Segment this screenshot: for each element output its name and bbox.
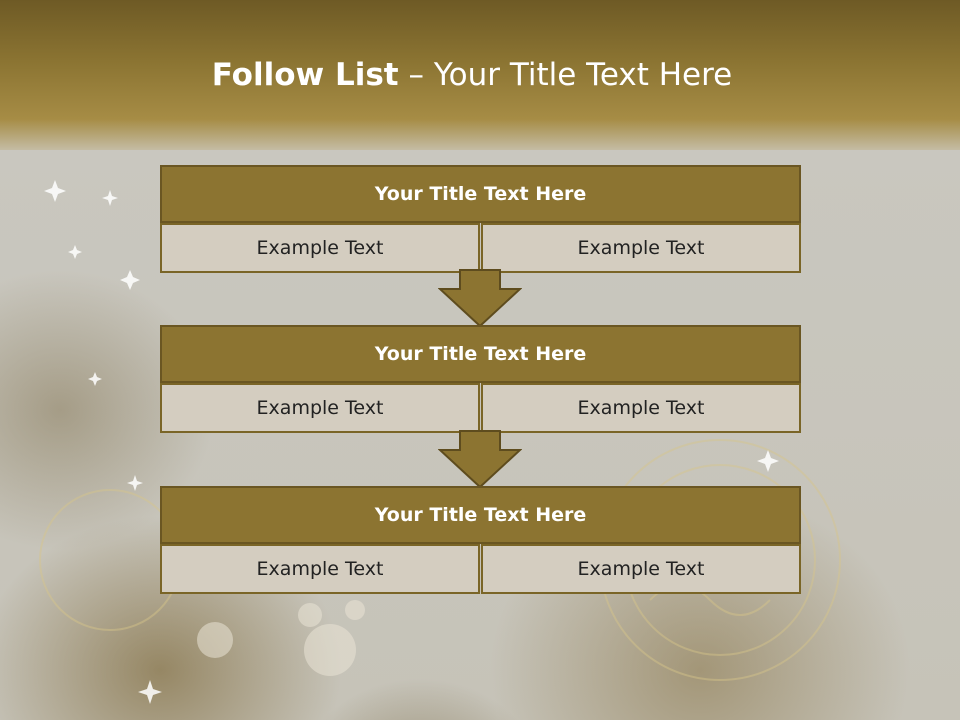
down-arrow-icon xyxy=(438,430,522,488)
step-3-title[interactable]: Your Title Text Here xyxy=(160,486,801,544)
step-1-right-text[interactable]: Example Text xyxy=(481,223,801,273)
title-band-background xyxy=(0,0,960,175)
slide-title: Follow List – Your Title Text Here xyxy=(0,52,944,98)
slide-title-bold: Follow List xyxy=(211,57,399,93)
step-1-title[interactable]: Your Title Text Here xyxy=(160,165,801,223)
step-2-right-text[interactable]: Example Text xyxy=(481,383,801,433)
step-3-right-text[interactable]: Example Text xyxy=(481,544,801,594)
step-1-left-text[interactable]: Example Text xyxy=(160,223,480,273)
slide-title-rest: – Your Title Text Here xyxy=(398,57,733,93)
step-3-left-text[interactable]: Example Text xyxy=(160,544,480,594)
step-2-title[interactable]: Your Title Text Here xyxy=(160,325,801,383)
down-arrow-icon xyxy=(438,269,522,327)
step-2-left-text[interactable]: Example Text xyxy=(160,383,480,433)
